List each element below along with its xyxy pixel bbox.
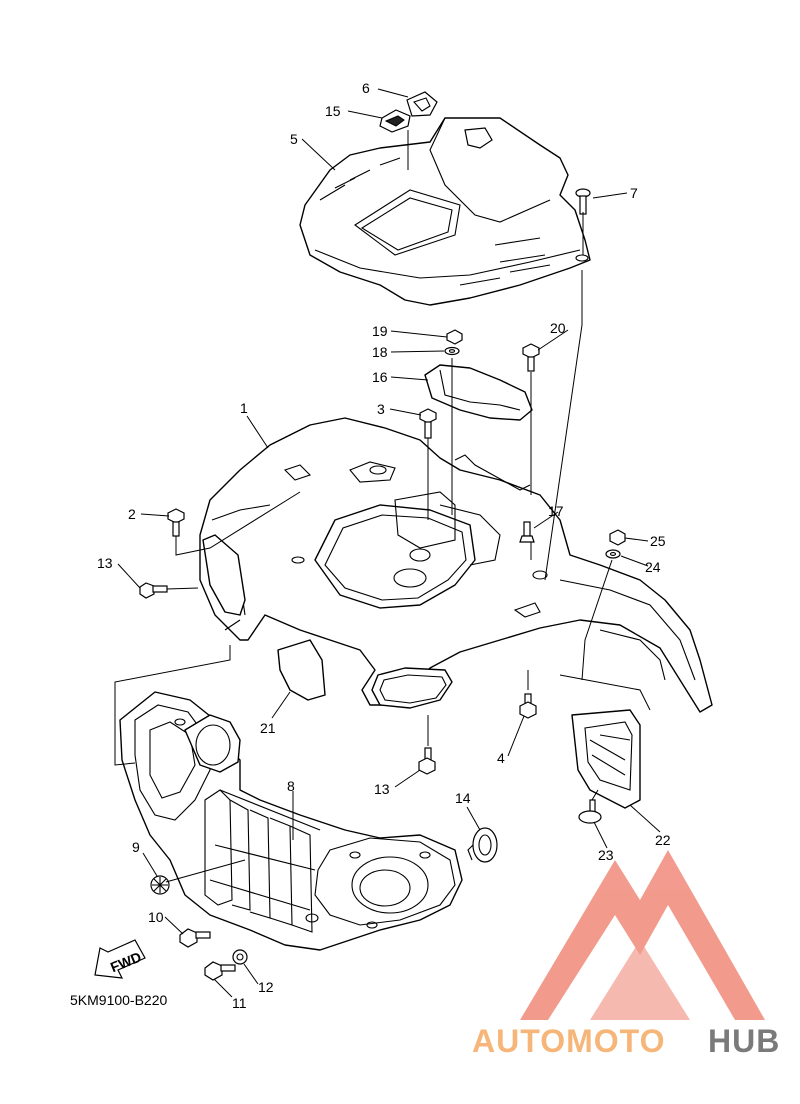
- brand-part1: AUTOMOTO: [472, 1023, 665, 1059]
- part-10-bolt[interactable]: [179, 928, 211, 948]
- logo-inner-triangle: [590, 940, 690, 1020]
- callout-13: 13: [97, 555, 113, 571]
- part-13-screw-left[interactable]: [139, 582, 168, 599]
- part-12-collar[interactable]: [232, 949, 248, 965]
- part-9-clip[interactable]: [150, 875, 170, 895]
- part-25-nut[interactable]: [609, 529, 626, 546]
- callout-22: 22: [655, 832, 671, 848]
- callout-2: 2: [128, 506, 136, 522]
- part-15-clip[interactable]: [379, 109, 411, 133]
- callout-10: 10: [148, 909, 164, 925]
- part-24-washer[interactable]: [605, 549, 621, 559]
- callout-18: 18: [372, 344, 388, 360]
- callout-3: 3: [377, 401, 385, 417]
- part-22-inner-guard[interactable]: [571, 709, 641, 809]
- callout-24: 24: [645, 559, 661, 575]
- part-14-grommet[interactable]: [467, 827, 498, 863]
- brand-part2: HUB: [708, 1023, 780, 1059]
- part-1-front-fender[interactable]: [199, 417, 713, 713]
- callout-23: 23: [598, 847, 614, 863]
- diagram-code: 5KM9100-B220: [70, 992, 168, 1008]
- part-8-front-guard[interactable]: [119, 691, 463, 951]
- callout-15: 15: [325, 103, 341, 119]
- callout-5: 5: [290, 131, 298, 147]
- callout-20: 20: [550, 320, 566, 336]
- part-17-bolt[interactable]: [519, 521, 535, 543]
- callout-labels: 6 15 5 7 19 20 18 16 1 3 2 17 25 13 24 2…: [97, 80, 671, 1011]
- automotohub-wordmark: AUTOMOTO HUB: [472, 1023, 780, 1059]
- callout-16: 16: [372, 369, 388, 385]
- callout-17: 17: [548, 503, 564, 519]
- part-13-screw-bottom[interactable]: [418, 747, 436, 775]
- part-11-bolt[interactable]: [204, 961, 236, 981]
- part-18-washer[interactable]: [444, 346, 460, 356]
- callout-11: 11: [232, 995, 247, 1011]
- callout-21: 21: [260, 720, 276, 736]
- logo-triangle-mark: [520, 850, 765, 1020]
- callout-14: 14: [455, 790, 471, 806]
- callout-13-bottom: 13: [374, 781, 390, 797]
- part-2-bolt[interactable]: [167, 508, 185, 537]
- callout-7: 7: [630, 185, 638, 201]
- part-3-bolt[interactable]: [419, 408, 437, 439]
- part-16-bracket[interactable]: [424, 364, 533, 421]
- callout-9: 9: [132, 839, 140, 855]
- fwd-arrow: FWD: [94, 939, 146, 979]
- callout-19: 19: [372, 323, 388, 339]
- part-19-nut[interactable]: [446, 329, 463, 345]
- assembly-guide-lines: [114, 130, 651, 801]
- part-20-bolt[interactable]: [522, 343, 540, 372]
- callout-1: 1: [240, 400, 248, 416]
- automotohub-logo: [520, 850, 765, 1020]
- part-21-mud-flap[interactable]: [277, 639, 326, 701]
- callout-leaders: [117, 88, 661, 998]
- part-6-grommet[interactable]: [406, 91, 438, 117]
- callout-8: 8: [287, 778, 295, 794]
- part-23-screw[interactable]: [578, 799, 602, 824]
- part-4-bolt[interactable]: [519, 693, 537, 719]
- callout-25: 25: [650, 533, 666, 549]
- callout-6: 6: [362, 80, 370, 96]
- callout-4: 4: [497, 750, 505, 766]
- part-5-front-cover[interactable]: [299, 117, 591, 306]
- callout-12: 12: [258, 979, 274, 995]
- part-7-bolt[interactable]: [575, 188, 591, 215]
